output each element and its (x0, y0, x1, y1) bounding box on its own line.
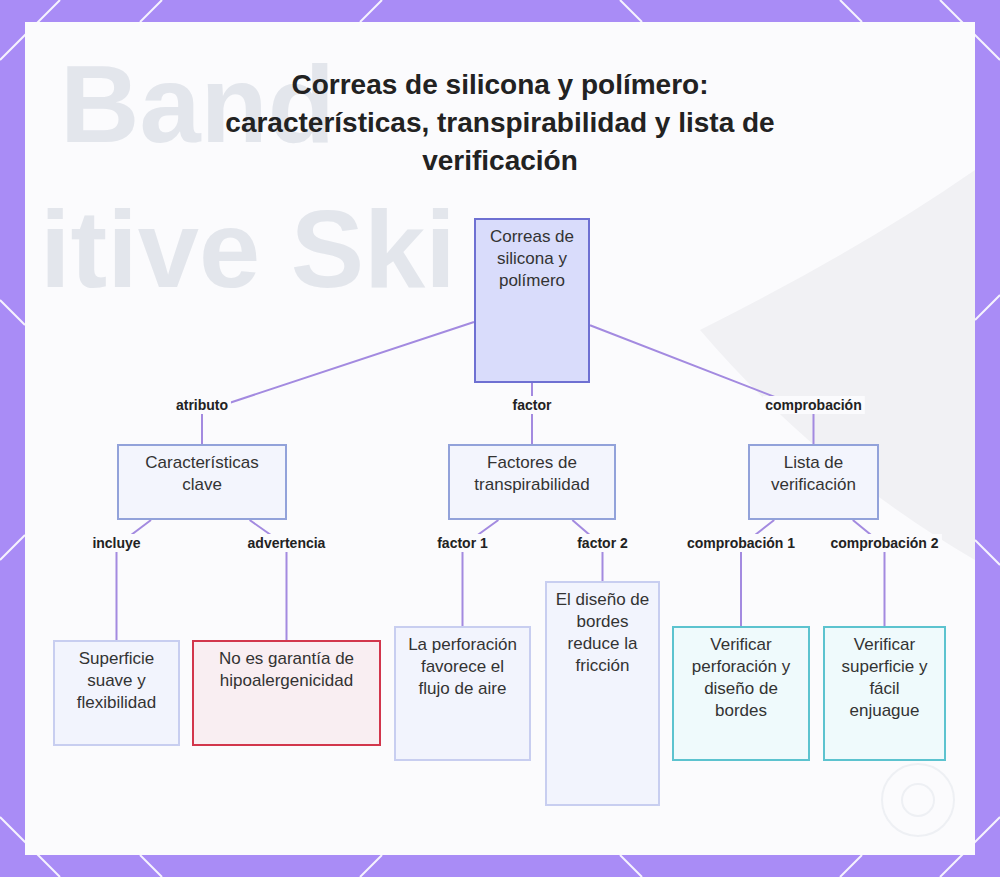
detail-box: La perforación favorece el flujo de aire (394, 626, 531, 761)
node-text: Correas de silicona y polímero (484, 226, 580, 292)
edge-label: factor (510, 396, 555, 414)
edge-label: factor 1 (434, 534, 491, 552)
node-text: Características clave (127, 452, 277, 496)
diagram-title: Correas de silicona y polímero: caracter… (220, 66, 780, 180)
edge-label: comprobación 2 (827, 534, 941, 552)
root-box: Correas de silicona y polímero (474, 218, 590, 383)
watermark-text: itive Ski (40, 185, 456, 312)
node-text: El diseño de bordes reduce la fricción (555, 589, 650, 677)
edge-label: comprobación 1 (684, 534, 798, 552)
node-text: Verificar perforación y diseño de bordes (682, 634, 800, 722)
edge-label: incluye (89, 534, 143, 552)
watermark-text: Band (60, 40, 335, 167)
check-box: Verificar superficie y fácil enjuague (823, 626, 946, 761)
edge-label: comprobación (762, 396, 864, 414)
warning-box: No es garantía de hipoalergenicidad (192, 640, 381, 746)
node-text: Lista de verificación (758, 452, 869, 496)
category-box: Lista de verificación (748, 444, 879, 520)
edge-label: advertencia (245, 534, 329, 552)
edge-label: atributo (173, 396, 231, 414)
node-text: La perforación favorece el flujo de aire (404, 634, 521, 700)
edge-label: factor 2 (574, 534, 631, 552)
detail-box: Superficie suave y flexibilidad (53, 640, 180, 746)
detail-box: El diseño de bordes reduce la fricción (545, 581, 660, 806)
category-box: Características clave (117, 444, 287, 520)
node-text: Superficie suave y flexibilidad (63, 648, 170, 714)
node-text: No es garantía de hipoalergenicidad (202, 648, 371, 692)
node-text: Factores de transpirabilidad (458, 452, 606, 496)
logo-ring (902, 784, 934, 816)
node-text: Verificar superficie y fácil enjuague (833, 634, 936, 722)
category-box: Factores de transpirabilidad (448, 444, 616, 520)
check-box: Verificar perforación y diseño de bordes (672, 626, 810, 761)
connector-line (590, 325, 814, 444)
connector-line (202, 322, 474, 444)
logo-ring (882, 764, 954, 836)
background-shape (700, 170, 975, 560)
